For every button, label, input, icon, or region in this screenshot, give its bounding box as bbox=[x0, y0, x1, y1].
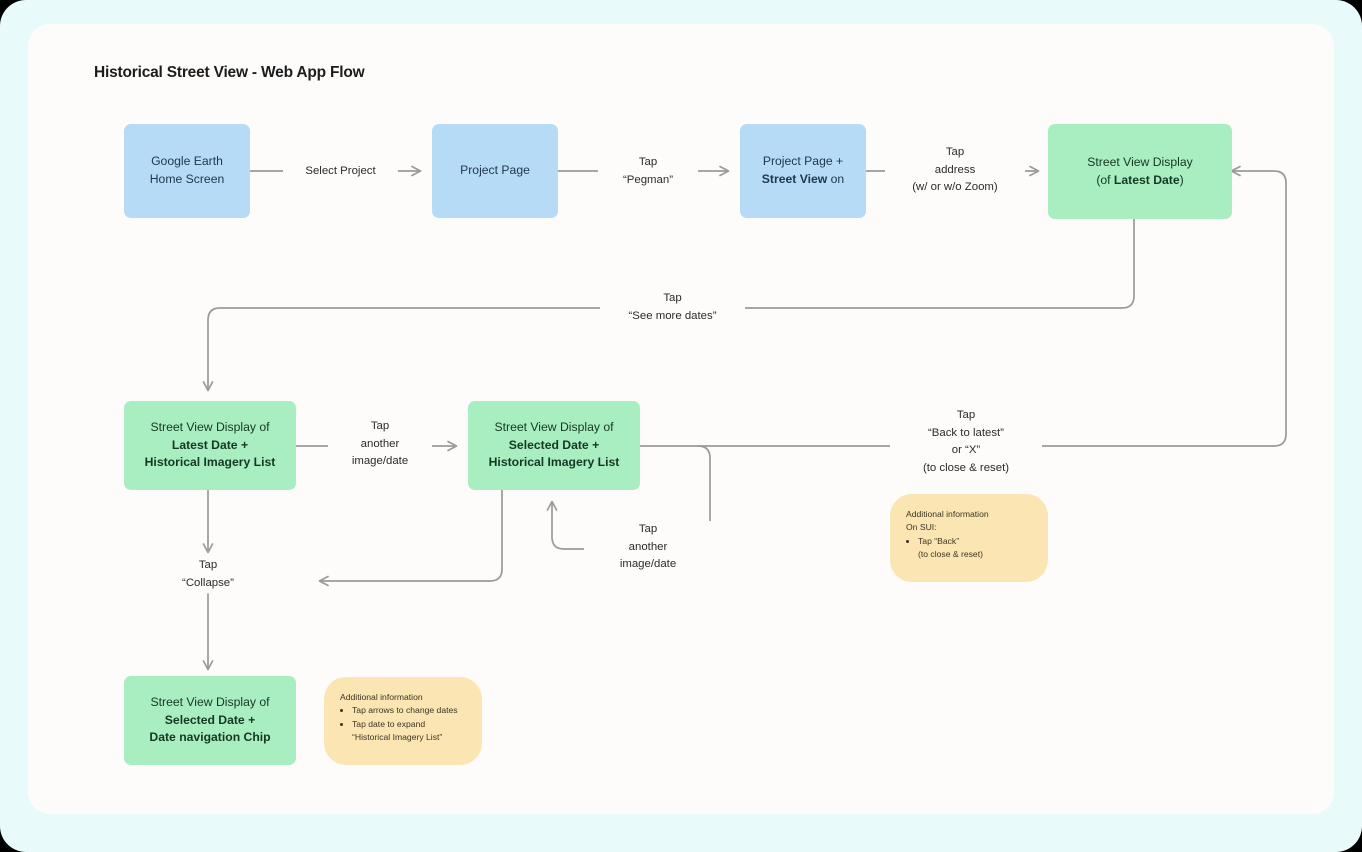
note-bottom: Additional information Tap arrows to cha… bbox=[324, 677, 482, 765]
node-line: Home Screen bbox=[149, 172, 225, 186]
node-emphasis: Historical Imagery List bbox=[488, 455, 620, 470]
label-line: (w/ or w/o Zoom) bbox=[912, 181, 998, 194]
label-line: “Pegman” bbox=[622, 173, 673, 186]
note-heading: Additional information bbox=[340, 692, 423, 702]
node-emphasis: Selected Date + bbox=[164, 712, 256, 727]
node-emphasis: Latest Date bbox=[1113, 172, 1180, 187]
node-emphasis: Date navigation Chip bbox=[149, 730, 271, 745]
node-line: Project Page bbox=[460, 163, 530, 178]
label-line: another bbox=[628, 540, 668, 553]
label-line: “See more dates” bbox=[628, 309, 717, 322]
note-trailing: “Historical Imagery List” bbox=[352, 731, 443, 742]
label-select-project: Select Project bbox=[283, 163, 398, 181]
label-line: another bbox=[360, 437, 400, 450]
node-line-tail: ) bbox=[1179, 172, 1184, 187]
label-line: (to close & reset) bbox=[922, 462, 1010, 475]
node-line: (of Latest Date) bbox=[1096, 172, 1183, 190]
note-list: Tap arrows to change dates Tap date to e… bbox=[340, 704, 466, 731]
node-street-view-latest[interactable]: Street View Display (of Latest Date) bbox=[1048, 124, 1232, 219]
note-list-item: Tap date to expand bbox=[352, 718, 466, 731]
note-subheading: On SUI: bbox=[906, 522, 937, 533]
label-line: “Collapse” bbox=[182, 576, 234, 589]
label-line: image/date bbox=[351, 455, 409, 468]
node-line-head: (of bbox=[1096, 172, 1114, 187]
node-line: Google Earth bbox=[151, 154, 223, 169]
page-title: Historical Street View - Web App Flow bbox=[94, 64, 365, 81]
label-line: Tap bbox=[638, 156, 658, 168]
node-sv-selected-historical-list[interactable]: Street View Display of Selected Date + H… bbox=[468, 401, 640, 490]
edge-collapse-return bbox=[318, 489, 503, 587]
label-line: image/date bbox=[619, 558, 677, 571]
node-line: Street View Display bbox=[1087, 154, 1193, 169]
node-emphasis: Latest Date + bbox=[171, 437, 249, 452]
node-line: Project Page + bbox=[762, 154, 844, 169]
node-sv-selected-date-chip[interactable]: Street View Display of Selected Date + D… bbox=[124, 676, 296, 765]
node-google-earth-home[interactable]: Google Earth Home Screen bbox=[124, 124, 250, 218]
note-trailing: (to close & reset) bbox=[918, 548, 983, 559]
label-another-loop: Tap another image/date bbox=[584, 521, 712, 575]
label-line: Select Project bbox=[305, 165, 376, 177]
node-line: Street View on bbox=[762, 171, 844, 189]
label-tap-pegman: Tap “Pegman” bbox=[598, 154, 698, 190]
label-line: or “X” bbox=[951, 444, 981, 457]
label-line: “Back to latest” bbox=[928, 426, 1004, 439]
label-line: Tap bbox=[956, 409, 976, 421]
node-emphasis: Selected Date + bbox=[508, 437, 600, 452]
note-list-item: Tap “Back” bbox=[918, 535, 1032, 548]
node-line: Street View Display of bbox=[150, 694, 270, 709]
label-tap-collapse: Tap “Collapse” bbox=[158, 557, 258, 593]
note-list: Tap “Back” bbox=[906, 535, 1032, 548]
node-line: Street View Display of bbox=[150, 419, 270, 434]
label-line: address bbox=[934, 163, 976, 176]
node-project-page[interactable]: Project Page bbox=[432, 124, 558, 218]
label-back-to-latest: Tap “Back to latest” or “X” (to close & … bbox=[890, 407, 1042, 478]
label-line: Tap bbox=[370, 420, 390, 432]
diagram-card: Historical Street View - Web App Flow Go… bbox=[28, 24, 1334, 814]
note-list-item: Tap arrows to change dates bbox=[352, 704, 466, 717]
node-emphasis: Street View bbox=[761, 172, 828, 186]
label-tap-another-top: Tap another image/date bbox=[328, 418, 432, 472]
node-line: Street View Display of bbox=[494, 419, 614, 434]
label-tap-address: Tap address (w/ or w/o Zoom) bbox=[885, 144, 1025, 198]
node-project-page-street-view[interactable]: Project Page + Street View on bbox=[740, 124, 866, 218]
label-see-more-dates: Tap “See more dates” bbox=[600, 290, 745, 326]
label-line: Tap bbox=[638, 523, 658, 535]
note-sui: Additional information On SUI: Tap “Back… bbox=[890, 494, 1048, 582]
note-heading: Additional information bbox=[906, 509, 989, 519]
node-emphasis: Historical Imagery List bbox=[144, 455, 276, 470]
node-line-tail: on bbox=[827, 172, 845, 186]
label-line: Tap bbox=[663, 292, 682, 304]
label-line: Tap bbox=[198, 559, 218, 571]
node-sv-latest-historical-list[interactable]: Street View Display of Latest Date + His… bbox=[124, 401, 296, 490]
edge-back-to-latest bbox=[639, 165, 1287, 447]
label-line: Tap bbox=[945, 146, 965, 158]
